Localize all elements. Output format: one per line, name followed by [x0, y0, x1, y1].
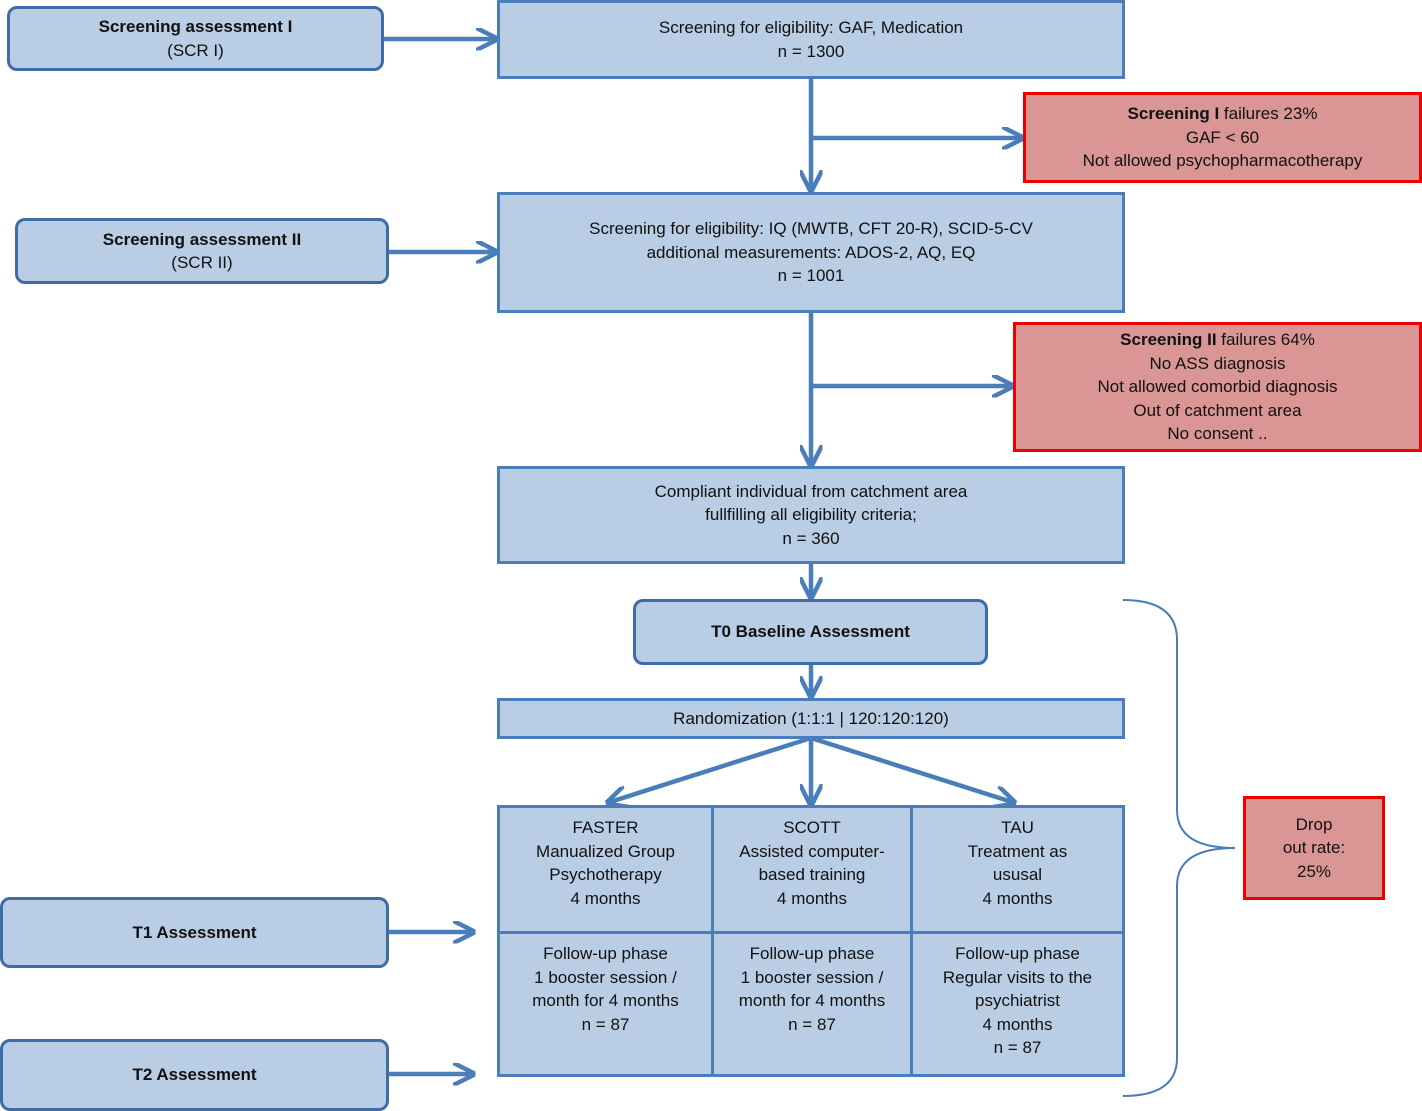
screening-assessment-2-sub: (SCR II) — [171, 253, 233, 272]
screening-1-failures-box: Screening I failures 23% GAF < 60 Not al… — [1023, 92, 1422, 183]
screening-assessment-2-box: Screening assessment II (SCR II) — [15, 218, 389, 284]
arms-divider — [910, 808, 913, 1074]
arm-tau-followup-line: n = 87 — [993, 1038, 1042, 1057]
arm-scott-treatment-line: 4 months — [777, 888, 847, 908]
arm-tau-followup-line: 4 months — [982, 1014, 1053, 1034]
screening-2-failure-item: Out of catchment area — [1133, 400, 1302, 420]
arm-tau-treatment-line: ususal — [992, 865, 1043, 884]
arm-faster-treatment-line: FASTER — [572, 818, 639, 837]
arm-faster-treatment: FASTER Manualized Group Psychotherapy 4 … — [500, 808, 711, 931]
arm-scott-followup-line: n = 87 — [788, 1014, 836, 1034]
arms-table: FASTER Manualized Group Psychotherapy 4 … — [497, 805, 1125, 1077]
screening-2-criteria: Screening for eligibility: IQ (MWTB, CFT… — [589, 219, 1033, 239]
arm-tau-followup-line: Follow-up phase — [955, 944, 1080, 963]
randomization-box: Randomization (1:1:1 | 120:120:120) — [497, 698, 1125, 739]
arm-faster-treatment-line: 4 months — [570, 888, 641, 908]
screening-2-failures-title: Screening II failures 64% — [1120, 328, 1315, 352]
compliant-count: n = 360 — [782, 528, 840, 548]
arm-scott-followup-line: 1 booster session / — [740, 967, 884, 987]
arm-scott-treatment: SCOTT Assisted computer- based training … — [714, 808, 910, 931]
t2-assessment-label: T2 Assessment — [132, 1065, 257, 1085]
compliant-line-1: Compliant individual from catchment area — [654, 481, 968, 501]
arm-tau-treatment-line: Treatment as — [967, 841, 1068, 861]
arm-scott-followup-line: month for 4 months — [738, 991, 886, 1010]
arm-scott-followup: Follow-up phase 1 booster session / mont… — [714, 934, 910, 1074]
arm-tau-treatment: TAU Treatment as ususal 4 months — [913, 808, 1122, 931]
screening-1-failure-item: GAF < 60 — [1185, 127, 1260, 147]
arm-faster-followup: Follow-up phase 1 booster session / mont… — [500, 934, 711, 1074]
arm-tau-treatment-line: TAU — [1001, 818, 1034, 837]
arm-scott-treatment-line: based training — [758, 865, 866, 884]
dropout-rate-line: 25% — [1296, 861, 1332, 881]
screening-2-failures-title-bold: Screening II — [1120, 330, 1217, 350]
arm-scott-treatment-line: SCOTT — [783, 818, 841, 837]
arm-faster-treatment-line: Manualized Group — [536, 841, 675, 861]
screening-1-box: Screening for eligibility: GAF, Medicati… — [497, 0, 1125, 79]
t1-assessment-label: T1 Assessment — [132, 922, 257, 942]
screening-2-failure-item: No consent .. — [1167, 424, 1268, 444]
t2-assessment-box: T2 Assessment — [0, 1039, 389, 1111]
screening-2-failures-box: Screening II failures 64% No ASS diagnos… — [1013, 322, 1422, 452]
arm-faster-followup-line: 1 booster session / — [534, 967, 677, 987]
compliant-box: Compliant individual from catchment area… — [497, 466, 1125, 564]
screening-assessment-2-title: Screening assessment II — [102, 229, 302, 249]
dropout-rate-line: Drop — [1295, 814, 1333, 834]
screening-2-count: n = 1001 — [777, 266, 845, 286]
arms-divider — [711, 808, 714, 1074]
arm-faster-followup-line: Follow-up phase — [543, 944, 668, 963]
screening-assessment-1-box: Screening assessment I (SCR I) — [7, 6, 384, 71]
arm-scott-treatment-line: Assisted computer- — [739, 841, 885, 861]
arm-faster-treatment-line: Psychotherapy — [549, 865, 662, 884]
arrow-randomization-to-tau — [810, 735, 1012, 802]
dropout-brace — [1122, 599, 1236, 1097]
screening-1-count: n = 1300 — [777, 41, 845, 61]
screening-1-failures-title-rest: failures 23% — [1219, 104, 1318, 124]
arm-faster-followup-line: month for 4 months — [532, 991, 679, 1010]
compliant-line-2: fullfilling all eligibility criteria; — [705, 505, 917, 525]
screening-2-measurements: additional measurements: ADOS-2, AQ, EQ — [646, 242, 976, 262]
screening-assessment-1-title: Screening assessment I — [98, 17, 293, 36]
dropout-rate-box: Drop out rate: 25% — [1243, 796, 1385, 900]
screening-2-failure-item: Not allowed comorbid diagnosis — [1097, 377, 1338, 397]
arm-tau-followup-line: Regular visits to the — [942, 967, 1093, 987]
randomization-label: Randomization (1:1:1 | 120:120:120) — [673, 708, 949, 728]
screening-1-failures-title-bold: Screening I — [1127, 104, 1220, 124]
baseline-assessment-label: T0 Baseline Assessment — [711, 622, 910, 642]
screening-1-failure-item: Not allowed psychopharmacotherapy — [1082, 151, 1363, 171]
arm-tau-followup: Follow-up phase Regular visits to the ps… — [913, 934, 1122, 1074]
screening-1-failures-title: Screening I failures 23% — [1128, 102, 1318, 126]
arm-faster-followup-line: n = 87 — [581, 1014, 630, 1034]
arms-divider — [500, 931, 1122, 934]
screening-2-box: Screening for eligibility: IQ (MWTB, CFT… — [497, 192, 1125, 313]
screening-2-failure-item: No ASS diagnosis — [1149, 353, 1286, 373]
screening-1-criteria: Screening for eligibility: GAF, Medicati… — [658, 18, 964, 37]
baseline-assessment-box: T0 Baseline Assessment — [633, 599, 988, 665]
arrow-randomization-to-faster — [610, 735, 812, 802]
t1-assessment-box: T1 Assessment — [0, 897, 389, 968]
screening-2-failures-title-rest: failures 64% — [1216, 330, 1315, 350]
arm-tau-treatment-line: 4 months — [982, 888, 1053, 908]
dropout-rate-line: out rate: — [1282, 838, 1346, 858]
arm-scott-followup-line: Follow-up phase — [749, 944, 875, 963]
arm-tau-followup-line: psychiatrist — [974, 991, 1061, 1010]
screening-assessment-1-sub: (SCR I) — [167, 40, 224, 60]
